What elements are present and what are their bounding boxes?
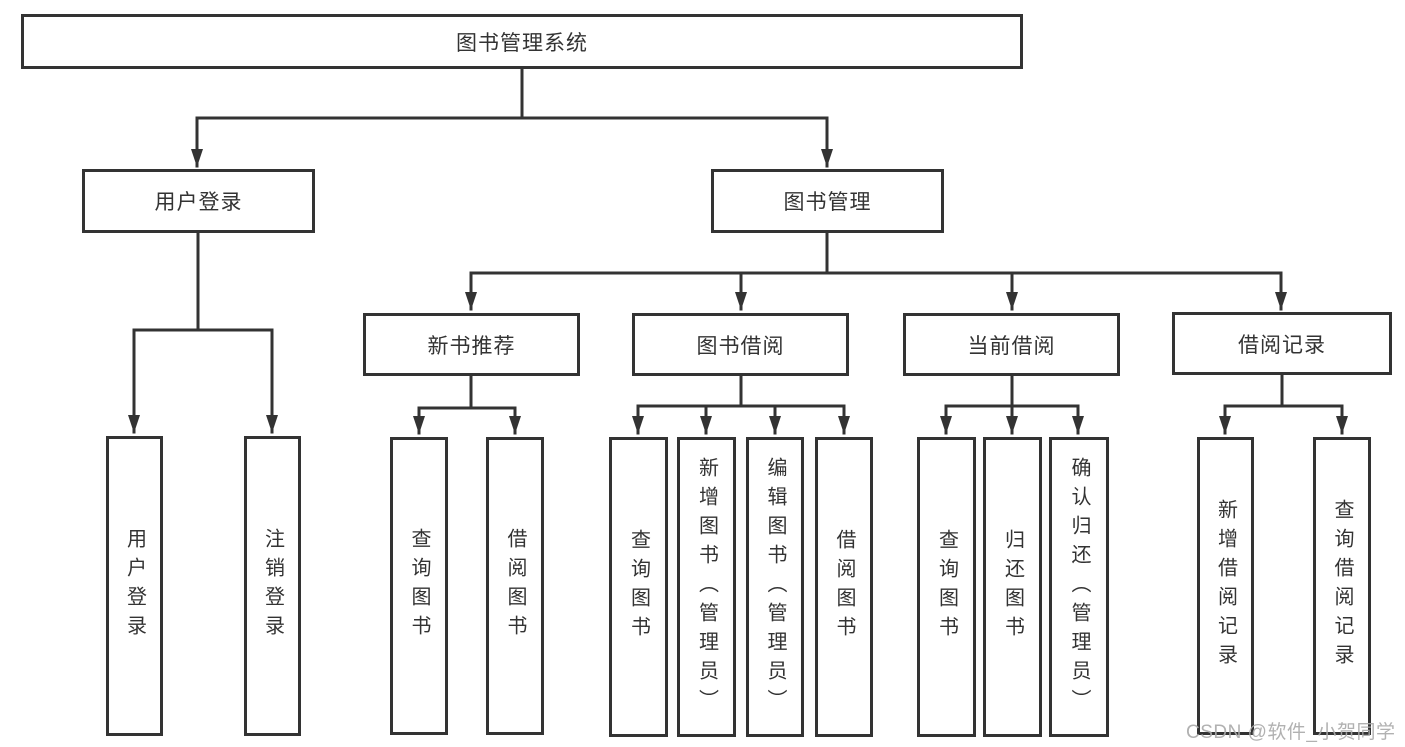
leaf-query-borrow-record: 查询借阅记录 [1313, 437, 1371, 735]
node-book-borrow: 图书借阅 [632, 313, 849, 376]
node-label: 编辑图书（管理员） [764, 456, 786, 718]
node-borrow-records: 借阅记录 [1172, 312, 1392, 375]
node-label: 借阅记录 [1238, 333, 1326, 357]
node-label: 图书管理 [783, 191, 872, 214]
node-label: 确认归还（管理员） [1068, 456, 1090, 718]
node-label: 图书管理系统 [456, 31, 588, 55]
node-user-login: 用户登录 [82, 169, 315, 233]
connector-new-book-rec-children [413, 374, 521, 435]
watermark: CSDN @软件_小贺同学 [1186, 722, 1396, 743]
leaf-query-books-borrow: 查询图书 [609, 437, 668, 737]
leaf-query-books-recommend: 查询图书 [390, 437, 448, 735]
node-label: 图书借阅 [696, 334, 785, 358]
node-label: 查询图书 [935, 529, 958, 645]
leaf-confirm-return-admin: 确认归还（管理员） [1049, 437, 1109, 737]
node-current-borrow: 当前借阅 [903, 313, 1120, 376]
connector-root-to-level2 [191, 67, 833, 168]
node-label: 新书推荐 [427, 334, 516, 358]
node-label: 借阅图书 [504, 528, 526, 644]
leaf-borrow-books: 借阅图书 [815, 437, 873, 737]
leaf-borrow-books-recommend: 借阅图书 [486, 437, 544, 735]
node-label: 查询借阅记录 [1331, 499, 1353, 673]
leaf-query-books-current: 查询图书 [917, 437, 976, 737]
leaf-add-book-admin: 新增图书（管理员） [677, 437, 736, 737]
node-label: 查询图书 [408, 528, 430, 644]
node-label: 用户登录 [123, 528, 146, 644]
node-root-system: 图书管理系统 [21, 14, 1023, 69]
connector-book-management-children [465, 231, 1287, 311]
node-label: 当前借阅 [967, 334, 1056, 358]
node-label: 注销登录 [261, 528, 284, 644]
connector-user-login-children [128, 231, 278, 434]
node-label: 借阅图书 [833, 529, 855, 645]
node-label: 用户登录 [154, 191, 243, 214]
connector-book-borrow-children [632, 374, 850, 435]
node-label: 新增借阅记录 [1214, 499, 1237, 673]
leaf-edit-book-admin: 编辑图书（管理员） [746, 437, 804, 737]
leaf-add-borrow-record: 新增借阅记录 [1197, 437, 1254, 735]
node-label: 归还图书 [1001, 529, 1024, 645]
node-new-book-recommend: 新书推荐 [363, 313, 580, 376]
leaf-user-login: 用户登录 [106, 436, 163, 736]
node-label: 新增图书（管理员） [695, 456, 718, 718]
leaf-return-book: 归还图书 [983, 437, 1042, 737]
leaf-logout-login: 注销登录 [244, 436, 301, 736]
connector-current-borrow-children [940, 374, 1084, 435]
connector-borrow-records-children [1219, 373, 1348, 435]
node-label: 查询图书 [627, 529, 650, 645]
node-book-management: 图书管理 [711, 169, 944, 233]
